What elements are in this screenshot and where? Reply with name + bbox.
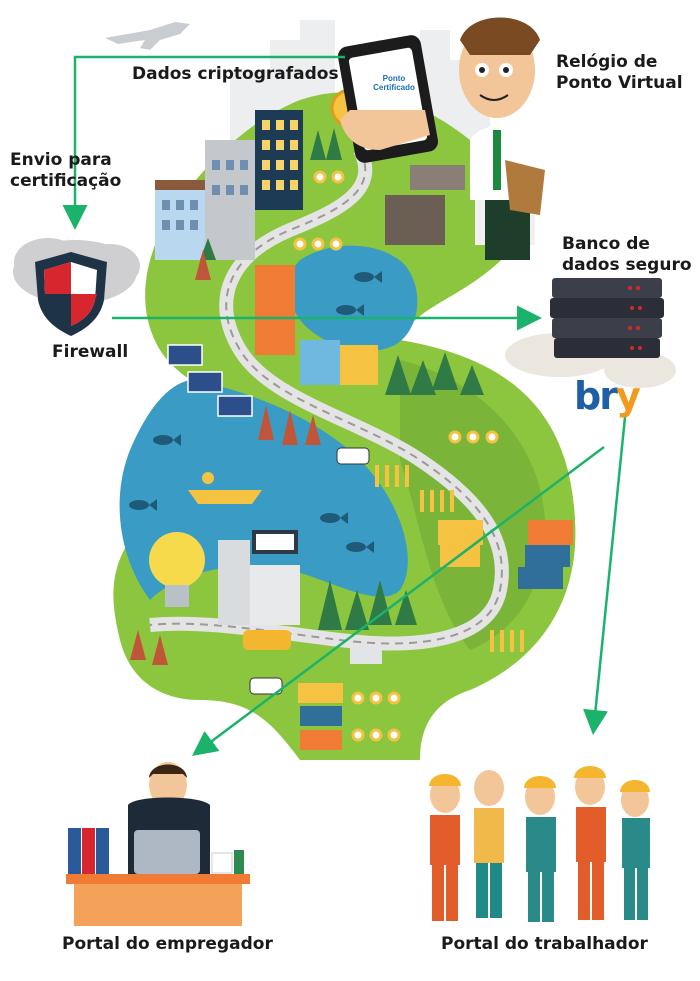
bry-logo: bry <box>574 374 641 418</box>
label-line: Envio para <box>10 150 112 170</box>
crops <box>375 465 524 652</box>
flowers <box>293 170 499 742</box>
label-firewall: Firewall <box>52 342 129 362</box>
houses-right <box>298 520 573 750</box>
label-worker-portal: Portal do trabalhador <box>441 934 648 954</box>
trees <box>200 128 484 630</box>
buildings-bottom <box>218 530 300 625</box>
arrow-database-to-worker <box>583 416 627 735</box>
autumn-trees <box>130 250 321 665</box>
worker-4 <box>574 766 606 920</box>
person-with-phone <box>459 17 545 260</box>
shield-icon <box>35 252 107 336</box>
arrow-phone-to-certification <box>62 55 345 230</box>
employer-desk <box>66 762 250 926</box>
lightbulb-icon <box>149 532 205 607</box>
boat <box>188 490 262 504</box>
solar-panels <box>167 344 253 417</box>
cows <box>249 447 370 695</box>
bus <box>243 630 291 650</box>
label-line: Ponto Virtual <box>556 73 683 93</box>
label-employer-portal: Portal do empregador <box>62 934 273 954</box>
server-icon <box>550 278 664 358</box>
airplane-icon <box>105 22 190 50</box>
worker-2 <box>474 770 504 918</box>
phone-app-logo: Ponto Certificado <box>363 74 425 92</box>
label-secure-database: Banco de dados seguro <box>562 234 692 276</box>
flow-arrows <box>62 55 627 756</box>
label-line: certificação <box>10 171 122 191</box>
workers-group <box>429 766 650 922</box>
worker-3 <box>524 776 556 922</box>
label-encrypted-data: Dados criptografados <box>132 64 339 84</box>
truck <box>350 648 382 664</box>
label-virtual-time-clock: Relógio de Ponto Virtual <box>556 52 683 94</box>
worker-5 <box>620 780 650 920</box>
lake-upper <box>288 245 418 351</box>
phone-app-name: Ponto <box>382 74 406 83</box>
label-line: dados seguro <box>562 255 692 275</box>
label-line: Relógio de <box>556 52 658 72</box>
phone-app-subname: Certificado <box>373 83 415 92</box>
bry-logo-y: y <box>615 374 641 418</box>
fish <box>129 271 382 553</box>
arrow-database-to-employer <box>192 446 605 756</box>
label-sent-for-certification: Envio para certificação <box>10 150 121 192</box>
phone-icon <box>337 35 439 163</box>
bry-logo-br: br <box>574 374 618 418</box>
buildings-top <box>155 110 465 385</box>
worker-1 <box>429 774 461 921</box>
label-line: Banco de <box>562 234 650 254</box>
